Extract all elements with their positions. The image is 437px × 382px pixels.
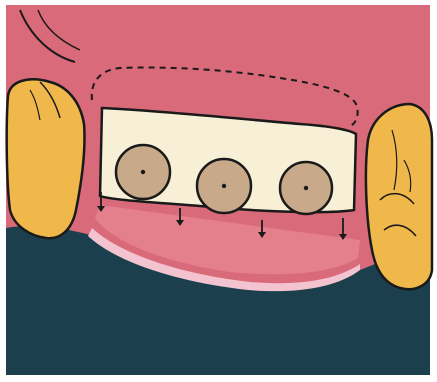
implant-head-3	[280, 162, 332, 214]
implant-screw-center	[222, 184, 226, 188]
left-tooth	[7, 79, 85, 238]
left-tooth-crown	[7, 79, 85, 238]
implant-head-1	[116, 145, 170, 199]
right-tooth-crown	[366, 104, 432, 289]
right-tooth	[366, 104, 432, 289]
implant-head-2	[197, 159, 251, 213]
implant-screw-center	[141, 170, 145, 174]
implant-screw-center	[304, 186, 308, 190]
